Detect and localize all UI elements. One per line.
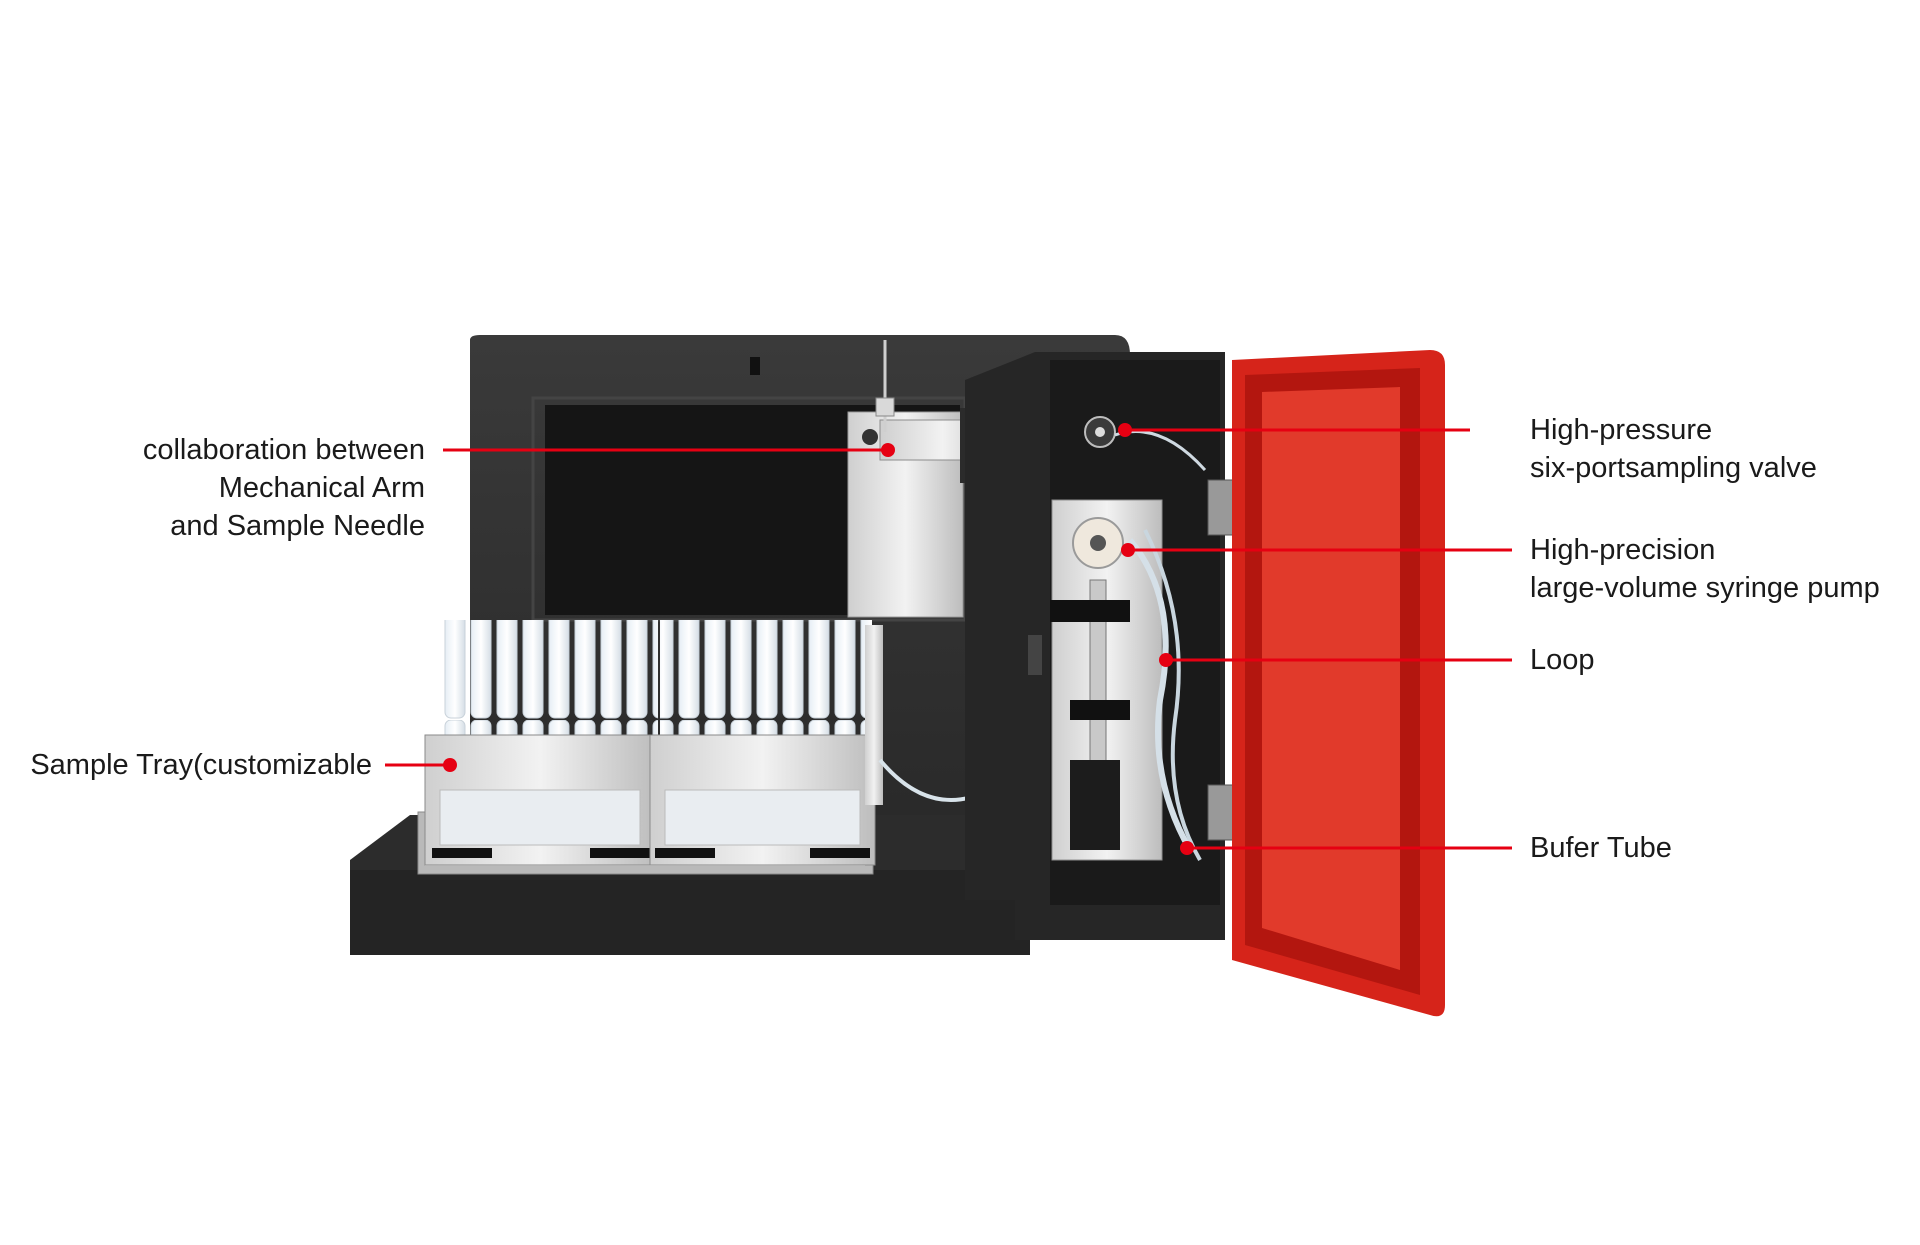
buffer-tube-label: Bufer Tube bbox=[1530, 829, 1672, 867]
callout-lines bbox=[385, 423, 1512, 855]
buffer-tube-dot bbox=[1180, 841, 1194, 855]
sample-tray-label: Sample Tray(customizable bbox=[20, 746, 372, 784]
arm-needle-label-line-1: collaboration between bbox=[142, 434, 425, 466]
loop-label: Loop bbox=[1530, 641, 1595, 679]
loop-label-line-1: Loop bbox=[1530, 644, 1595, 676]
sample-tray-dot bbox=[443, 758, 457, 772]
syringe-pump-label-line-2: large-volume syringe pump bbox=[1530, 572, 1880, 604]
syringe-pump-label: High-precision large-volume syringe pump bbox=[1530, 531, 1880, 607]
arm-needle-dot bbox=[881, 443, 895, 457]
syringe-pump-dot bbox=[1121, 543, 1135, 557]
syringe-pump-label-line-1: High-precision bbox=[1530, 534, 1716, 566]
red-door bbox=[1232, 350, 1445, 1017]
fluidics-compartment bbox=[965, 352, 1237, 940]
valve-dot bbox=[1118, 423, 1132, 437]
valve-label: High-pressure six-portsampling valve bbox=[1530, 411, 1817, 487]
valve-label-line-1: High-pressure bbox=[1530, 414, 1713, 446]
buffer-tube-label-line-1: Bufer Tube bbox=[1530, 832, 1672, 864]
loop-dot bbox=[1159, 653, 1173, 667]
arm-needle-label-line-2: Mechanical Arm bbox=[218, 472, 425, 504]
sample-tray-label-line-1: Sample Tray(customizable bbox=[30, 749, 372, 781]
valve-label-line-2: six-portsampling valve bbox=[1530, 452, 1817, 484]
sample-tray bbox=[350, 620, 1030, 955]
arm-needle-label: collaboration between Mechanical Arm and… bbox=[120, 431, 425, 545]
arm-needle-label-line-3: and Sample Needle bbox=[170, 510, 425, 542]
